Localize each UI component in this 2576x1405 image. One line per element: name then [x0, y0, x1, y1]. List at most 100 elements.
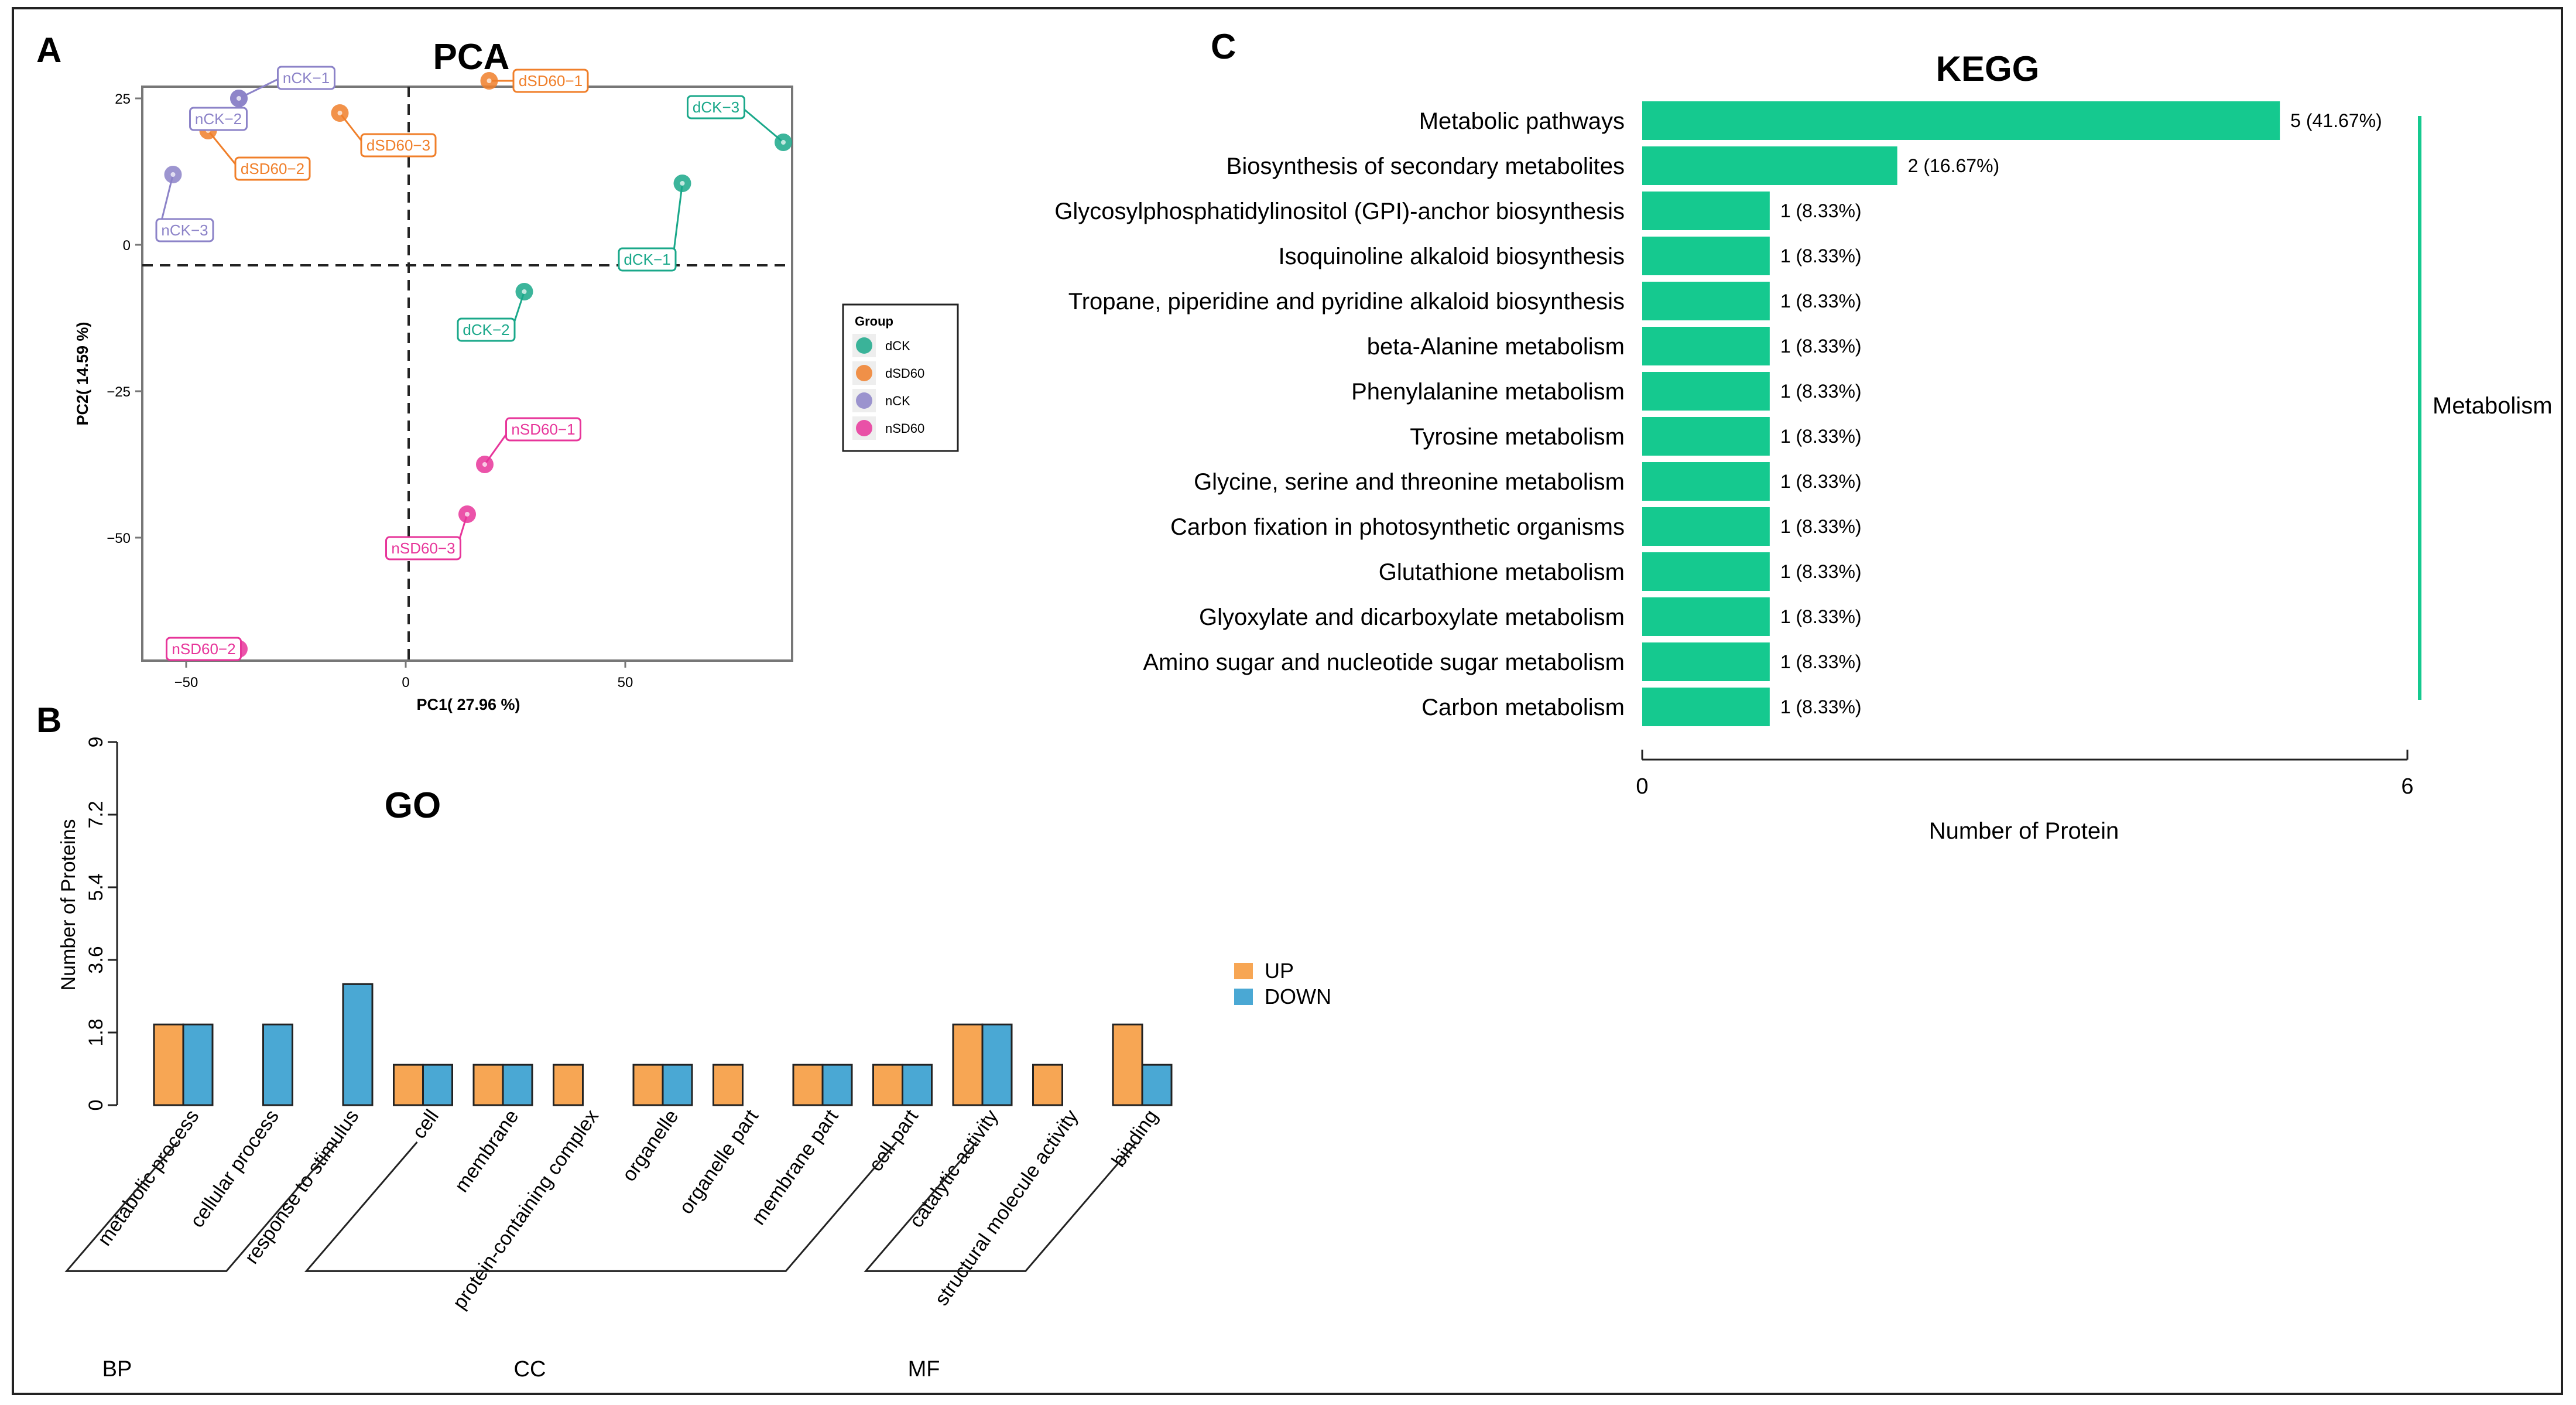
- go-bar-up: [632, 1064, 664, 1106]
- kegg-x-axis-label: Number of Protein: [1929, 818, 2119, 844]
- go-chart: GO 01.83.65.47.29 Number of Proteins met…: [57, 737, 1331, 1382]
- kegg-data-label: 2 (16.67%): [1908, 155, 2000, 176]
- kegg-data-label: 1 (8.33%): [1780, 245, 1862, 266]
- kegg-category-label: Glyoxylate and dicarboxylate metabolism: [1199, 604, 1625, 630]
- go-y-axis-label: Number of Proteins: [57, 819, 80, 991]
- kegg-category-label: Metabolic pathways: [1419, 108, 1625, 134]
- kegg-bar: [1642, 462, 1770, 501]
- kegg-category-label: Amino sugar and nucleotide sugar metabol…: [1143, 649, 1625, 675]
- pca-y-axis-label: PC2( 14.59 %): [74, 322, 91, 425]
- go-legend-label: UP: [1265, 959, 1294, 983]
- kegg-bar: [1642, 552, 1770, 591]
- pca-legend-marker-dsd60: [856, 365, 872, 381]
- go-category-label: membrane part: [747, 1105, 843, 1229]
- kegg-data-label: 1 (8.33%): [1780, 606, 1862, 627]
- go-bar-up: [872, 1064, 903, 1106]
- kegg-bar: [1642, 597, 1770, 636]
- kegg-bar: [1642, 372, 1770, 411]
- kegg-bar: [1642, 282, 1770, 320]
- pca-point-label: nSD60−3: [391, 539, 455, 557]
- pca-legend-label: nSD60: [885, 421, 924, 436]
- pca-y-tick-label: 25: [115, 91, 131, 107]
- pca-legend-marker-dck: [856, 337, 872, 354]
- go-category-label: protein-containing complex: [448, 1106, 603, 1314]
- pca-point-label-box: [687, 95, 745, 119]
- kegg-data-label: 1 (8.33%): [1780, 561, 1862, 582]
- go-bar-down: [342, 983, 374, 1106]
- pca-point-label: dSD60−3: [366, 136, 430, 154]
- pca-y-tick-label: −25: [107, 384, 131, 400]
- pca-point-label: dCK−2: [463, 321, 509, 339]
- pca-legend-label: dCK: [885, 339, 910, 353]
- pca-legend-marker-nsd60: [856, 420, 872, 436]
- pca-point-label-box: [385, 536, 461, 560]
- pca-point-label: dSD60−2: [241, 160, 304, 177]
- kegg-bar: [1642, 688, 1770, 726]
- go-category-label: membrane: [450, 1106, 523, 1197]
- pca-y-tick-label: 0: [123, 238, 131, 254]
- go-bar-down: [182, 1023, 214, 1106]
- pca-legend-label: nCK: [885, 394, 910, 408]
- go-bar-down: [262, 1023, 293, 1106]
- pca-x-axis-label: PC1( 27.96 %): [416, 696, 520, 713]
- kegg-data-label: 1 (8.33%): [1780, 696, 1862, 717]
- kegg-x-tick-label: 6: [2401, 774, 2413, 799]
- pca-point-label-box: [360, 133, 437, 158]
- pca-point-label: nSD60−2: [172, 640, 235, 658]
- kegg-bar: [1642, 146, 1897, 185]
- go-category-label: structural molecule activity: [930, 1106, 1083, 1310]
- go-bar-up: [153, 1023, 184, 1106]
- go-category-label: organelle: [618, 1106, 683, 1185]
- pca-point-label-box: [505, 417, 581, 442]
- go-bar-up: [553, 1064, 584, 1106]
- pca-x-tick-label: 50: [618, 675, 633, 690]
- pca-point-label-box: [155, 218, 214, 242]
- pca-point-label: dCK−1: [624, 251, 670, 268]
- go-y-tick-label: 9: [85, 737, 107, 748]
- kegg-bar: [1642, 417, 1770, 456]
- panel-letter-b: B: [36, 700, 61, 740]
- kegg-bar: [1642, 237, 1770, 275]
- go-bars: [153, 983, 1173, 1106]
- pca-point-label-box: [166, 637, 242, 661]
- kegg-bar: [1642, 507, 1770, 546]
- go-y-tick-label: 5.4: [85, 873, 107, 901]
- go-category-label: organelle part: [675, 1105, 763, 1218]
- go-legend-label: DOWN: [1265, 984, 1331, 1009]
- go-group-label: MF: [908, 1357, 940, 1382]
- go-group-bracket: [64, 1141, 338, 1272]
- go-bar-up: [1032, 1064, 1063, 1106]
- kegg-category-label: Glycine, serine and threonine metabolism: [1194, 469, 1625, 495]
- kegg-category-label: Tyrosine metabolism: [1410, 424, 1625, 450]
- go-legend-swatch-down: [1234, 989, 1253, 1005]
- go-bar-down: [981, 1023, 1013, 1106]
- go-title: GO: [385, 785, 441, 826]
- kegg-category-label: Isoquinoline alkaloid biosynthesis: [1279, 244, 1625, 269]
- figure-frame: [12, 7, 2563, 1395]
- kegg-data-label: 1 (8.33%): [1780, 471, 1862, 492]
- go-bar-down: [1141, 1064, 1173, 1106]
- kegg-x-tick-label: 0: [1636, 774, 1648, 799]
- kegg-bar: [1642, 192, 1770, 230]
- kegg-category-label: Carbon metabolism: [1421, 695, 1625, 720]
- pca-legend-title: Group: [855, 314, 893, 329]
- kegg-data-label: 1 (8.33%): [1780, 651, 1862, 672]
- kegg-data-label: 1 (8.33%): [1780, 200, 1862, 221]
- kegg-bar: [1642, 327, 1770, 365]
- go-bar-up: [393, 1064, 424, 1106]
- kegg-data-label: 1 (8.33%): [1780, 426, 1862, 447]
- pca-point-label: nCK−1: [283, 69, 330, 87]
- pca-point-label-box: [234, 156, 311, 181]
- go-category-label: cell part: [865, 1105, 923, 1175]
- pca-points: dCK−1dCK−2dCK−3dSD60−1dSD60−2dSD60−3nCK−…: [155, 66, 792, 661]
- pca-y-tick-label: −50: [107, 531, 131, 546]
- go-group-bracket: [304, 1141, 898, 1272]
